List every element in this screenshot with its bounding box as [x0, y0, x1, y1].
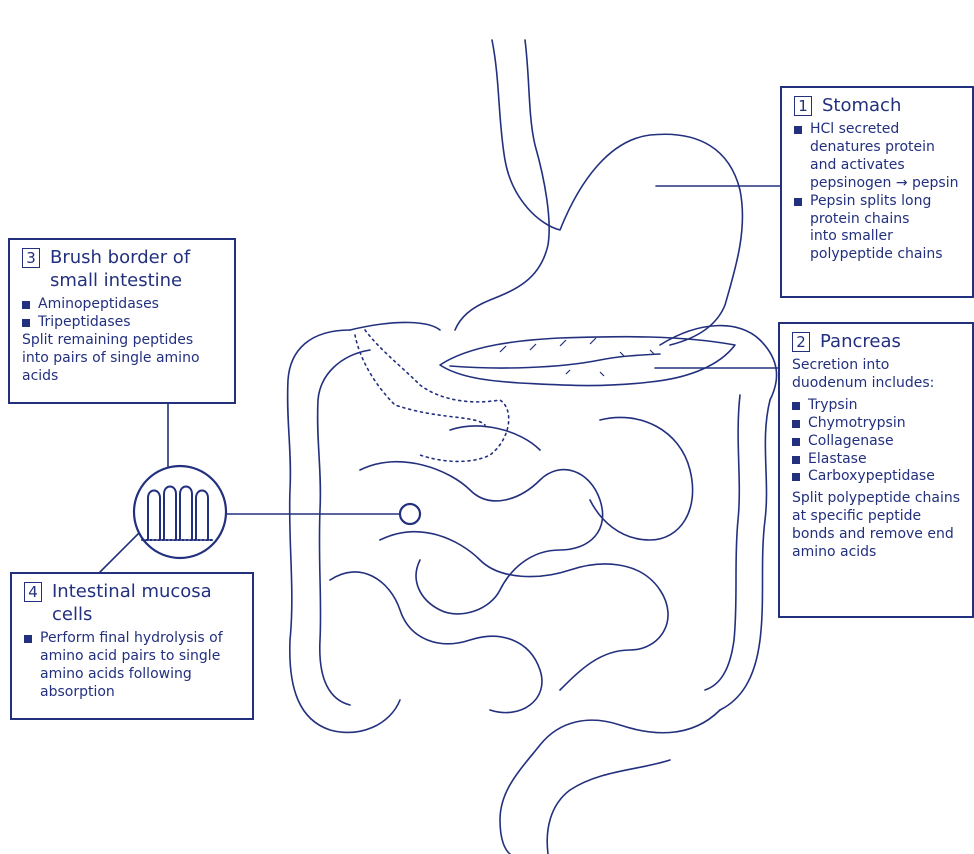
- bullet-icon: [792, 420, 800, 428]
- brush-item-text: Aminopeptidases: [38, 296, 159, 314]
- brush-item: Aminopeptidases: [22, 296, 224, 314]
- brush-number-badge: 3: [22, 248, 40, 268]
- bullet-icon: [792, 456, 800, 464]
- pancreas-item-text: Trypsin: [808, 397, 857, 415]
- small-intestine-loops-3: [330, 572, 542, 713]
- bullet-icon: [794, 198, 802, 206]
- stomach-item-text: HCl secreted denatures protein and activ…: [810, 121, 958, 193]
- pancreas-item-text: Chymotrypsin: [808, 415, 906, 433]
- callout-intestinal-mucosa: 4 Intestinal mucosa cells Perform final …: [10, 572, 254, 720]
- pancreas-item: Trypsin: [792, 397, 962, 415]
- small-intestine-loops-5: [450, 426, 540, 450]
- pancreas-item-text: Elastase: [808, 451, 867, 469]
- descending-colon-inner: [705, 395, 740, 690]
- mucosa-title: Intestinal mucosa cells: [52, 580, 242, 626]
- pancreas-lobule-marks: [500, 338, 654, 376]
- small-intestine-loops-2: [380, 532, 668, 690]
- bullet-icon: [794, 126, 802, 134]
- sigmoid-colon-outline: [500, 710, 720, 854]
- ascending-colon-inner: [318, 350, 370, 705]
- rectum-outline: [547, 760, 670, 854]
- pancreas-title: Pancreas: [820, 330, 901, 353]
- ascending-colon-outline: [288, 330, 400, 732]
- brush-outro: Split remaining peptides into pairs of s…: [22, 332, 224, 386]
- stomach-title: Stomach: [822, 94, 901, 117]
- bullet-icon: [24, 635, 32, 643]
- brush-title: Brush border of small intestine: [50, 246, 224, 292]
- bullet-icon: [792, 402, 800, 410]
- pancreas-item: Chymotrypsin: [792, 415, 962, 433]
- duodenum-dotted-inner: [355, 335, 485, 425]
- mucosa-item-text: Perform final hydrolysis of amino acid p…: [40, 630, 242, 702]
- bullet-icon: [22, 319, 30, 327]
- pancreas-header: 2 Pancreas: [792, 330, 962, 353]
- esophagus-outline: [492, 40, 742, 345]
- brush-header: 3 Brush border of small intestine: [22, 246, 224, 292]
- pancreas-item-text: Collagenase: [808, 433, 894, 451]
- brush-item: Tripeptidases: [22, 314, 224, 332]
- bullet-icon: [792, 438, 800, 446]
- mucosa-number-badge: 4: [24, 582, 42, 602]
- stomach-item: Pepsin splits long protein chains into s…: [794, 193, 962, 265]
- pancreas-number-badge: 2: [792, 332, 810, 352]
- brush-item-text: Tripeptidases: [38, 314, 131, 332]
- duodenum-dotted: [365, 330, 509, 461]
- descending-colon-outline: [720, 400, 770, 710]
- bullet-icon: [22, 301, 30, 309]
- pancreas-outline: [440, 337, 735, 386]
- pancreas-intro: Secretion into duodenum includes:: [792, 357, 962, 393]
- transverse-colon-outline: [350, 322, 777, 400]
- callout-stomach: 1 Stomach HCl secreted denatures protein…: [780, 86, 974, 298]
- mucosa-leader-line: [100, 532, 140, 572]
- callout-pancreas: 2 Pancreas Secretion into duodenum inclu…: [778, 322, 974, 618]
- intestine-magnify-spot: [400, 504, 420, 524]
- bullet-icon: [792, 473, 800, 481]
- pancreas-item: Collagenase: [792, 433, 962, 451]
- stomach-item-text: Pepsin splits long protein chains into s…: [810, 193, 943, 265]
- stomach-number-badge: 1: [794, 96, 812, 116]
- pancreas-item: Carboxypeptidase: [792, 468, 962, 486]
- stomach-header: 1 Stomach: [794, 94, 962, 117]
- pancreas-item-text: Carboxypeptidase: [808, 468, 935, 486]
- esophagus-inner-outline: [455, 40, 549, 330]
- pancreas-item: Elastase: [792, 451, 962, 469]
- mucosa-header: 4 Intestinal mucosa cells: [24, 580, 242, 626]
- small-intestine-loops-4: [590, 417, 693, 540]
- pancreas-outro: Split polypeptide chains at specific pep…: [792, 490, 962, 562]
- small-intestine-loops: [360, 462, 603, 614]
- mucosa-item: Perform final hydrolysis of amino acid p…: [24, 630, 242, 702]
- pancreatic-duct: [450, 354, 660, 368]
- stomach-item: HCl secreted denatures protein and activ…: [794, 121, 962, 193]
- callout-brush-border: 3 Brush border of small intestine Aminop…: [8, 238, 236, 404]
